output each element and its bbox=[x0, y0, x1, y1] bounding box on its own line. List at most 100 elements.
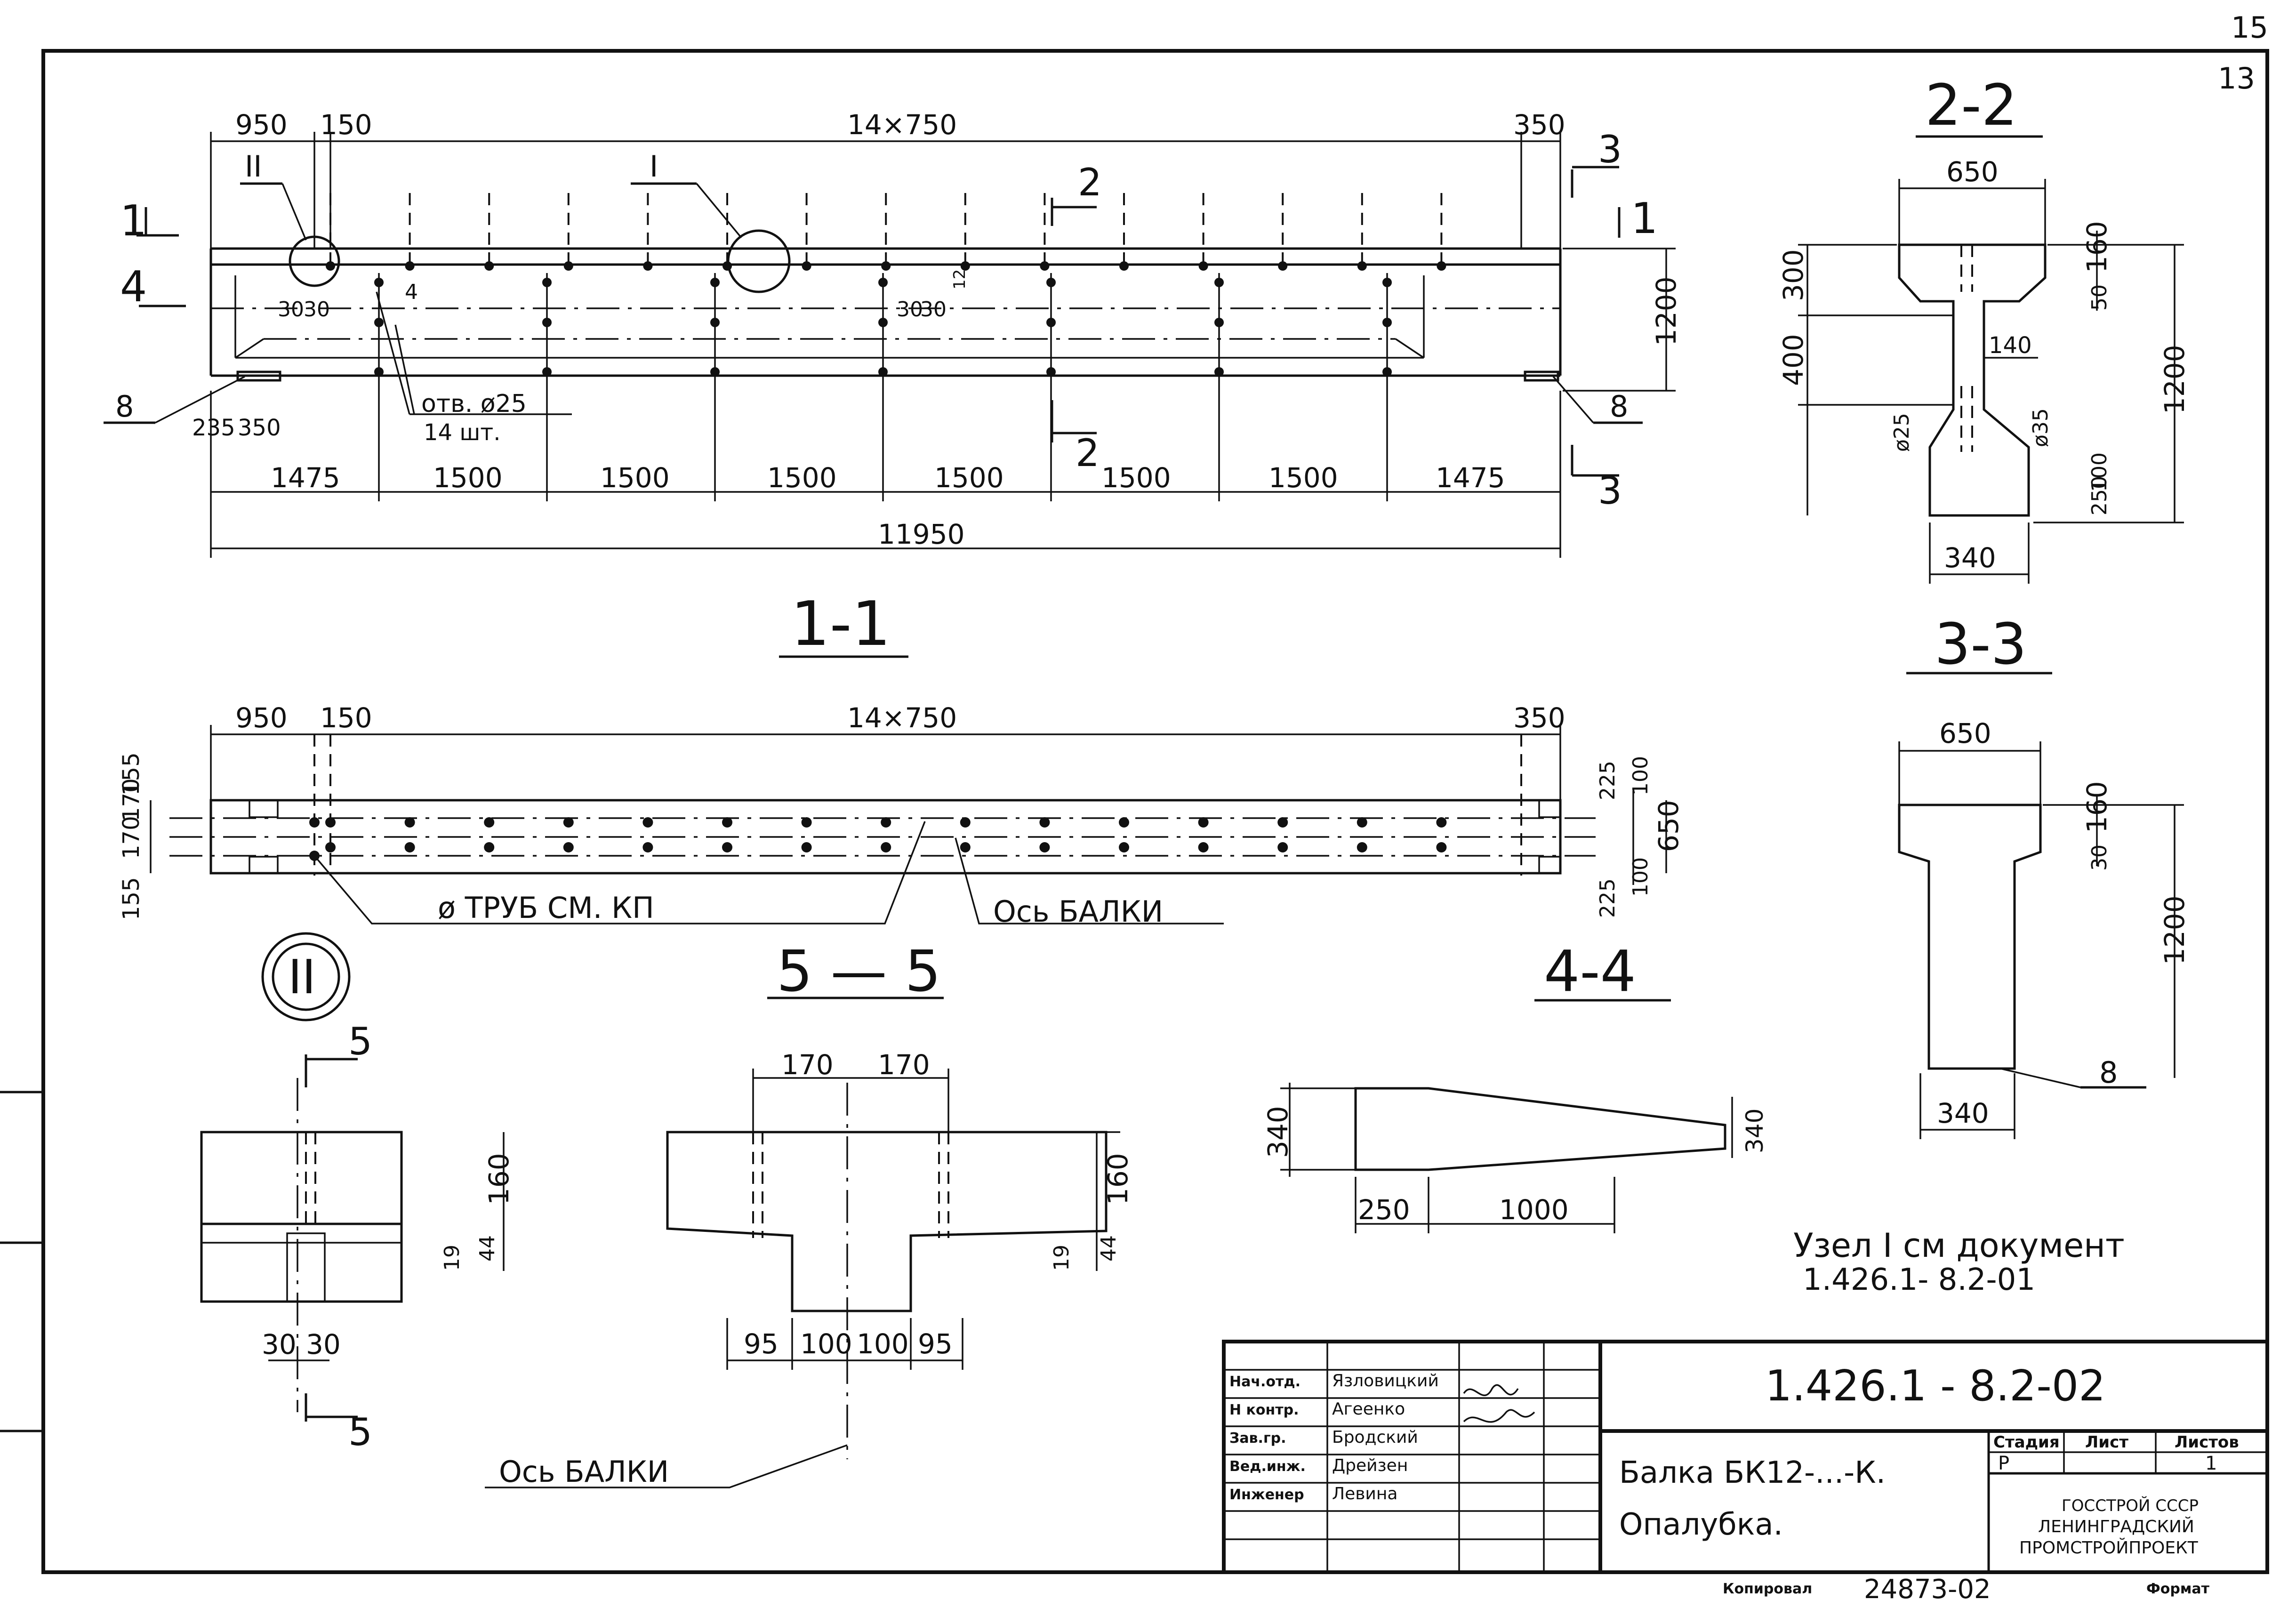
hole-marker bbox=[374, 318, 384, 327]
pipe-marker bbox=[563, 261, 573, 271]
plan-right-100-bottom: 100 bbox=[1629, 857, 1653, 897]
plan-pipe-marker bbox=[1357, 842, 1367, 852]
plan-pipe-marker bbox=[1119, 817, 1129, 828]
s55-dim-170a: 170 bbox=[781, 1049, 834, 1081]
seg-dim-2: 1500 bbox=[433, 462, 503, 494]
plan-pipe-marker bbox=[642, 842, 653, 852]
cut-mark-5-top: 5 bbox=[348, 1020, 372, 1063]
plan-pipe-marker bbox=[801, 817, 812, 828]
s22-dim-100: 100 bbox=[2087, 452, 2111, 492]
plan-right-650: 650 bbox=[1653, 800, 1685, 852]
s55-dim-44: 44 bbox=[1097, 1235, 1121, 1262]
s55-dim-95b: 95 bbox=[918, 1328, 953, 1360]
plan-pipe-marker bbox=[1039, 842, 1050, 852]
n2-dim-30b: 30 bbox=[306, 1328, 341, 1360]
hole-marker bbox=[1382, 278, 1392, 287]
s55-dim-170b: 170 bbox=[878, 1049, 930, 1081]
plan-pipe-marker bbox=[722, 817, 732, 828]
s44-dim-340a: 340 bbox=[1262, 1106, 1294, 1158]
plan-pipe-marker bbox=[325, 817, 336, 828]
dim-hole-30c: 30 bbox=[897, 297, 923, 322]
tb-org-line2: ЛЕНИНГРАДСКИЙ bbox=[2038, 1517, 2194, 1536]
pipe-marker bbox=[1198, 261, 1208, 271]
mark-node-I: I bbox=[650, 149, 658, 184]
s22-dim-d35: ø35 bbox=[2029, 408, 2053, 447]
section-4-4-title: 4-4 bbox=[1544, 939, 1636, 1005]
node-II-badge: II bbox=[288, 949, 316, 1005]
n2-dim-30a: 30 bbox=[262, 1328, 297, 1360]
cut-mark-2-top: 2 bbox=[1078, 161, 1102, 204]
plan-pipe-marker bbox=[1119, 842, 1129, 852]
plan-pipe-marker bbox=[563, 817, 574, 828]
cut-mark-3-top: 3 bbox=[1598, 128, 1622, 171]
plan-pipe-marker bbox=[642, 817, 653, 828]
main-elevation: 950 150 14×750 350 II I 1 4 2 2 3 1 3 bbox=[104, 109, 1682, 558]
hole-marker bbox=[1046, 318, 1056, 327]
plan-pipe-marker bbox=[801, 842, 812, 852]
dim-hole-30a: 30 bbox=[278, 297, 304, 322]
plan-pipe-marker bbox=[325, 842, 336, 852]
title-block: Нач.отд. Н контр. Зав.гр. Вед.инж. Инжен… bbox=[1222, 1340, 2269, 1574]
tb-role-1: Н контр. bbox=[1229, 1402, 1299, 1418]
plan-pipe-marker bbox=[960, 817, 971, 828]
hole-marker bbox=[1214, 278, 1224, 287]
hole-count-note: 14 шт. bbox=[424, 419, 500, 446]
section-5-5-title: 5 — 5 bbox=[777, 939, 941, 1005]
signature-scribble bbox=[1463, 1384, 1535, 1423]
hole-marker bbox=[710, 367, 720, 377]
dim-hole-12: 12 bbox=[950, 269, 969, 289]
dim-150: 150 bbox=[320, 109, 372, 141]
seg-dim-6: 1500 bbox=[1101, 462, 1171, 494]
plate-mark-left: 8 bbox=[115, 389, 134, 424]
plan-right-225-bottom: 225 bbox=[1596, 878, 1620, 918]
plan-pipe-marker bbox=[563, 842, 574, 852]
section-3-3-title: 3-3 bbox=[1935, 612, 2027, 677]
hole-marker bbox=[878, 318, 888, 327]
tb-org-line3: ПРОМСТРОЙПРОЕКТ bbox=[2019, 1538, 2199, 1558]
plan-pipe-marker bbox=[1277, 842, 1288, 852]
seg-dim-8: 1475 bbox=[1436, 462, 1505, 494]
node-I-note-line2: 1.426.1- 8.2-01 bbox=[1803, 1262, 2035, 1297]
tb-document-code: 1.426.1 - 8.2-02 bbox=[1765, 1361, 2105, 1411]
s33-dim-1200: 1200 bbox=[2159, 895, 2191, 965]
pipe-marker bbox=[405, 261, 415, 271]
node-II-badge-outer bbox=[261, 932, 351, 1021]
hole-marker bbox=[1214, 318, 1224, 327]
dim-height-1200: 1200 bbox=[1650, 276, 1682, 346]
plate-mark-right: 8 bbox=[1610, 389, 1628, 424]
sheet-frame bbox=[41, 49, 2269, 1574]
s22-dim-140: 140 bbox=[1989, 332, 2032, 359]
plan-pipe-marker bbox=[960, 842, 971, 852]
hole-marker bbox=[1214, 367, 1224, 377]
plan-pipe-marker bbox=[484, 817, 495, 828]
hole-note: отв. ø25 bbox=[421, 390, 527, 418]
plan-dim-150: 150 bbox=[320, 702, 372, 734]
dim-hole-30d: 30 bbox=[920, 297, 947, 322]
s22-dim-340: 340 bbox=[1944, 542, 1996, 574]
cut-mark-3-bottom: 3 bbox=[1598, 469, 1622, 513]
s22-dim-1200: 1200 bbox=[2159, 345, 2191, 414]
tb-role-3: Вед.инж. bbox=[1229, 1458, 1306, 1475]
note-beam-axis-s55: Ось БАЛКИ bbox=[499, 1455, 669, 1489]
tb-name-0: Язловицкий bbox=[1332, 1371, 1439, 1391]
plan-pipe-marker bbox=[881, 817, 891, 828]
tb-name-1: Агеенко bbox=[1332, 1399, 1405, 1419]
tb-sheets-header: Листов bbox=[2175, 1433, 2239, 1452]
s33-dim-30: 30 bbox=[2087, 844, 2111, 871]
seg-dim-5: 1500 bbox=[934, 462, 1004, 494]
s33-dim-650: 650 bbox=[1939, 717, 1991, 749]
s44-dim-1000: 1000 bbox=[1499, 1194, 1569, 1226]
section-2-2-title: 2-2 bbox=[1925, 73, 2017, 138]
hole-marker bbox=[878, 367, 888, 377]
dim-235: 235 bbox=[192, 415, 235, 441]
plan-pipe-marker bbox=[1436, 842, 1447, 852]
pipe-marker bbox=[643, 261, 653, 271]
s55-dim-160: 160 bbox=[1102, 1153, 1134, 1205]
plan-pipe-marker bbox=[484, 842, 495, 852]
s55-dim-100b: 100 bbox=[857, 1328, 909, 1360]
plan-left-170b: 170 bbox=[118, 816, 145, 859]
pipe-marker bbox=[1119, 261, 1129, 271]
tb-sheet-header: Лист bbox=[2085, 1433, 2128, 1452]
footer-inventory: 24873-02 bbox=[1864, 1574, 1991, 1605]
plan-1-1-title: 1-1 bbox=[791, 588, 891, 659]
